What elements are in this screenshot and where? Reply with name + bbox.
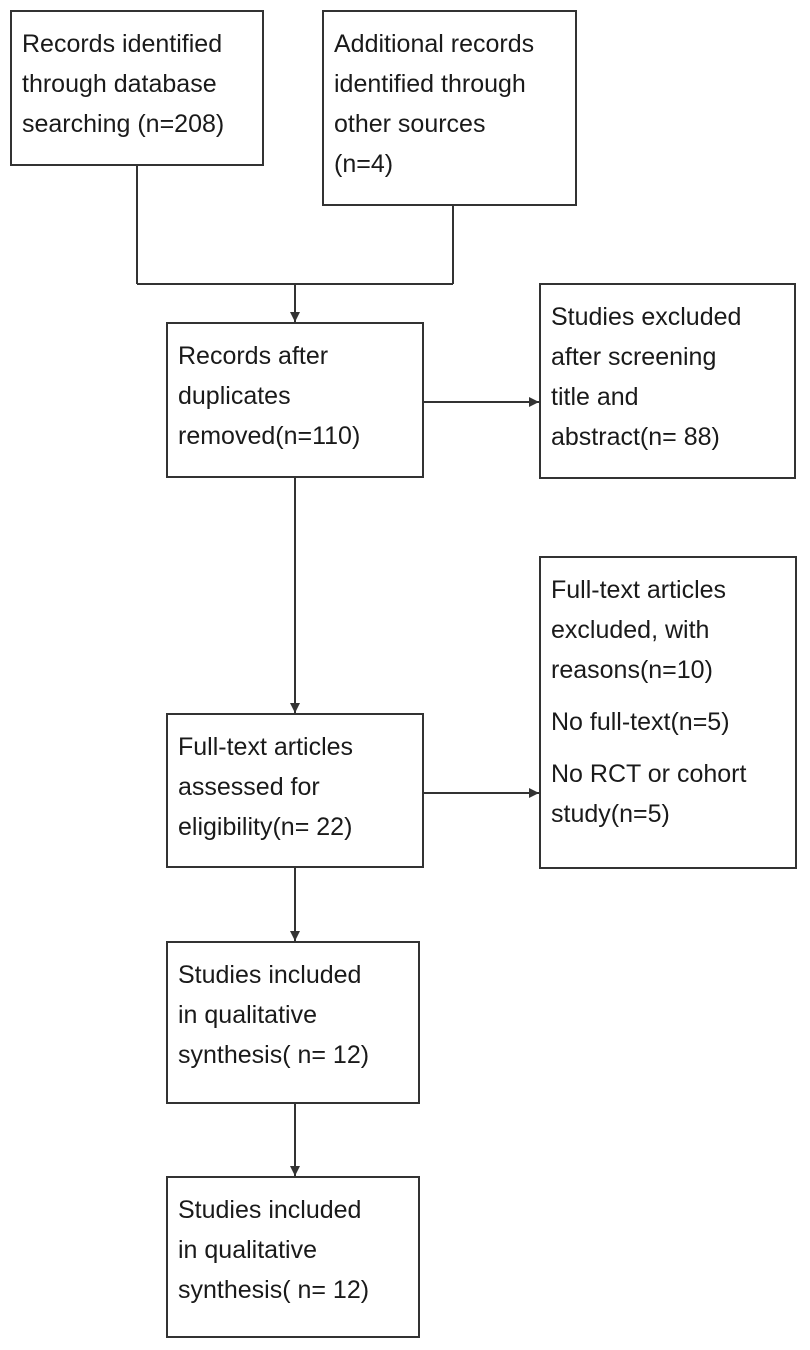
text-line: after screening <box>551 343 717 371</box>
text-line: assessed for <box>178 773 320 801</box>
box-records-database: Records identified through database sear… <box>10 10 264 166</box>
box-full-text-assessed: Full-text articles assessed for eligibil… <box>166 713 424 868</box>
text-line: other sources <box>334 110 486 138</box>
text-line: Additional records <box>334 30 535 58</box>
text-line: duplicates <box>178 382 291 410</box>
text-line: Studies included <box>178 1196 362 1224</box>
box-records-after-duplicates: Records after duplicates removed(n=110) <box>166 322 424 478</box>
text-line: title and <box>551 383 639 411</box>
text-line: in qualitative <box>178 1236 317 1264</box>
text-line: abstract(n= 88) <box>551 423 720 451</box>
text-line: identified through <box>334 70 526 98</box>
text-line: removed(n=110) <box>178 422 361 450</box>
arrowhead-qualitative-1 <box>290 931 300 941</box>
text-line: Studies included <box>178 961 362 989</box>
text-line: Records after <box>178 342 329 370</box>
box-additional-records: Additional records identified through ot… <box>322 10 577 206</box>
box-studies-included-1: Studies included in qualitative synthesi… <box>166 941 420 1104</box>
text-line: excluded, with <box>551 616 710 644</box>
reason-no-full-text: No full-text(n=5) <box>551 708 730 736</box>
text-line: synthesis( n= 12) <box>178 1276 370 1304</box>
text-line: Records identified <box>22 30 223 58</box>
text-line: through database <box>22 70 217 98</box>
arrowhead-merge <box>290 312 300 322</box>
text-line: Studies excluded <box>551 303 742 331</box>
arrowhead-full-text-assessed <box>290 703 300 713</box>
text-line: reasons(n=10) <box>551 656 713 684</box>
arrowhead-full-text-excluded <box>529 788 539 798</box>
box-full-text-excluded: Full-text articles excluded, with reason… <box>539 556 797 869</box>
text-line: Full-text articles <box>178 733 354 761</box>
box-studies-excluded-screening: Studies excluded after screening title a… <box>539 283 796 479</box>
text-line: Full-text articles <box>551 576 727 604</box>
reason-no-rct-line1: No RCT or cohort <box>551 760 747 788</box>
text-line: in qualitative <box>178 1001 317 1029</box>
box-studies-included-2: Studies included in qualitative synthesi… <box>166 1176 420 1338</box>
text-line: (n=4) <box>334 150 394 178</box>
reason-no-rct-line2: study(n=5) <box>551 800 670 828</box>
text-line: eligibility(n= 22) <box>178 813 353 841</box>
arrowhead-qualitative-2 <box>290 1166 300 1176</box>
text-line: searching (n=208) <box>22 110 225 138</box>
text-line: synthesis( n= 12) <box>178 1041 370 1069</box>
arrowhead-excluded-screening <box>529 397 539 407</box>
